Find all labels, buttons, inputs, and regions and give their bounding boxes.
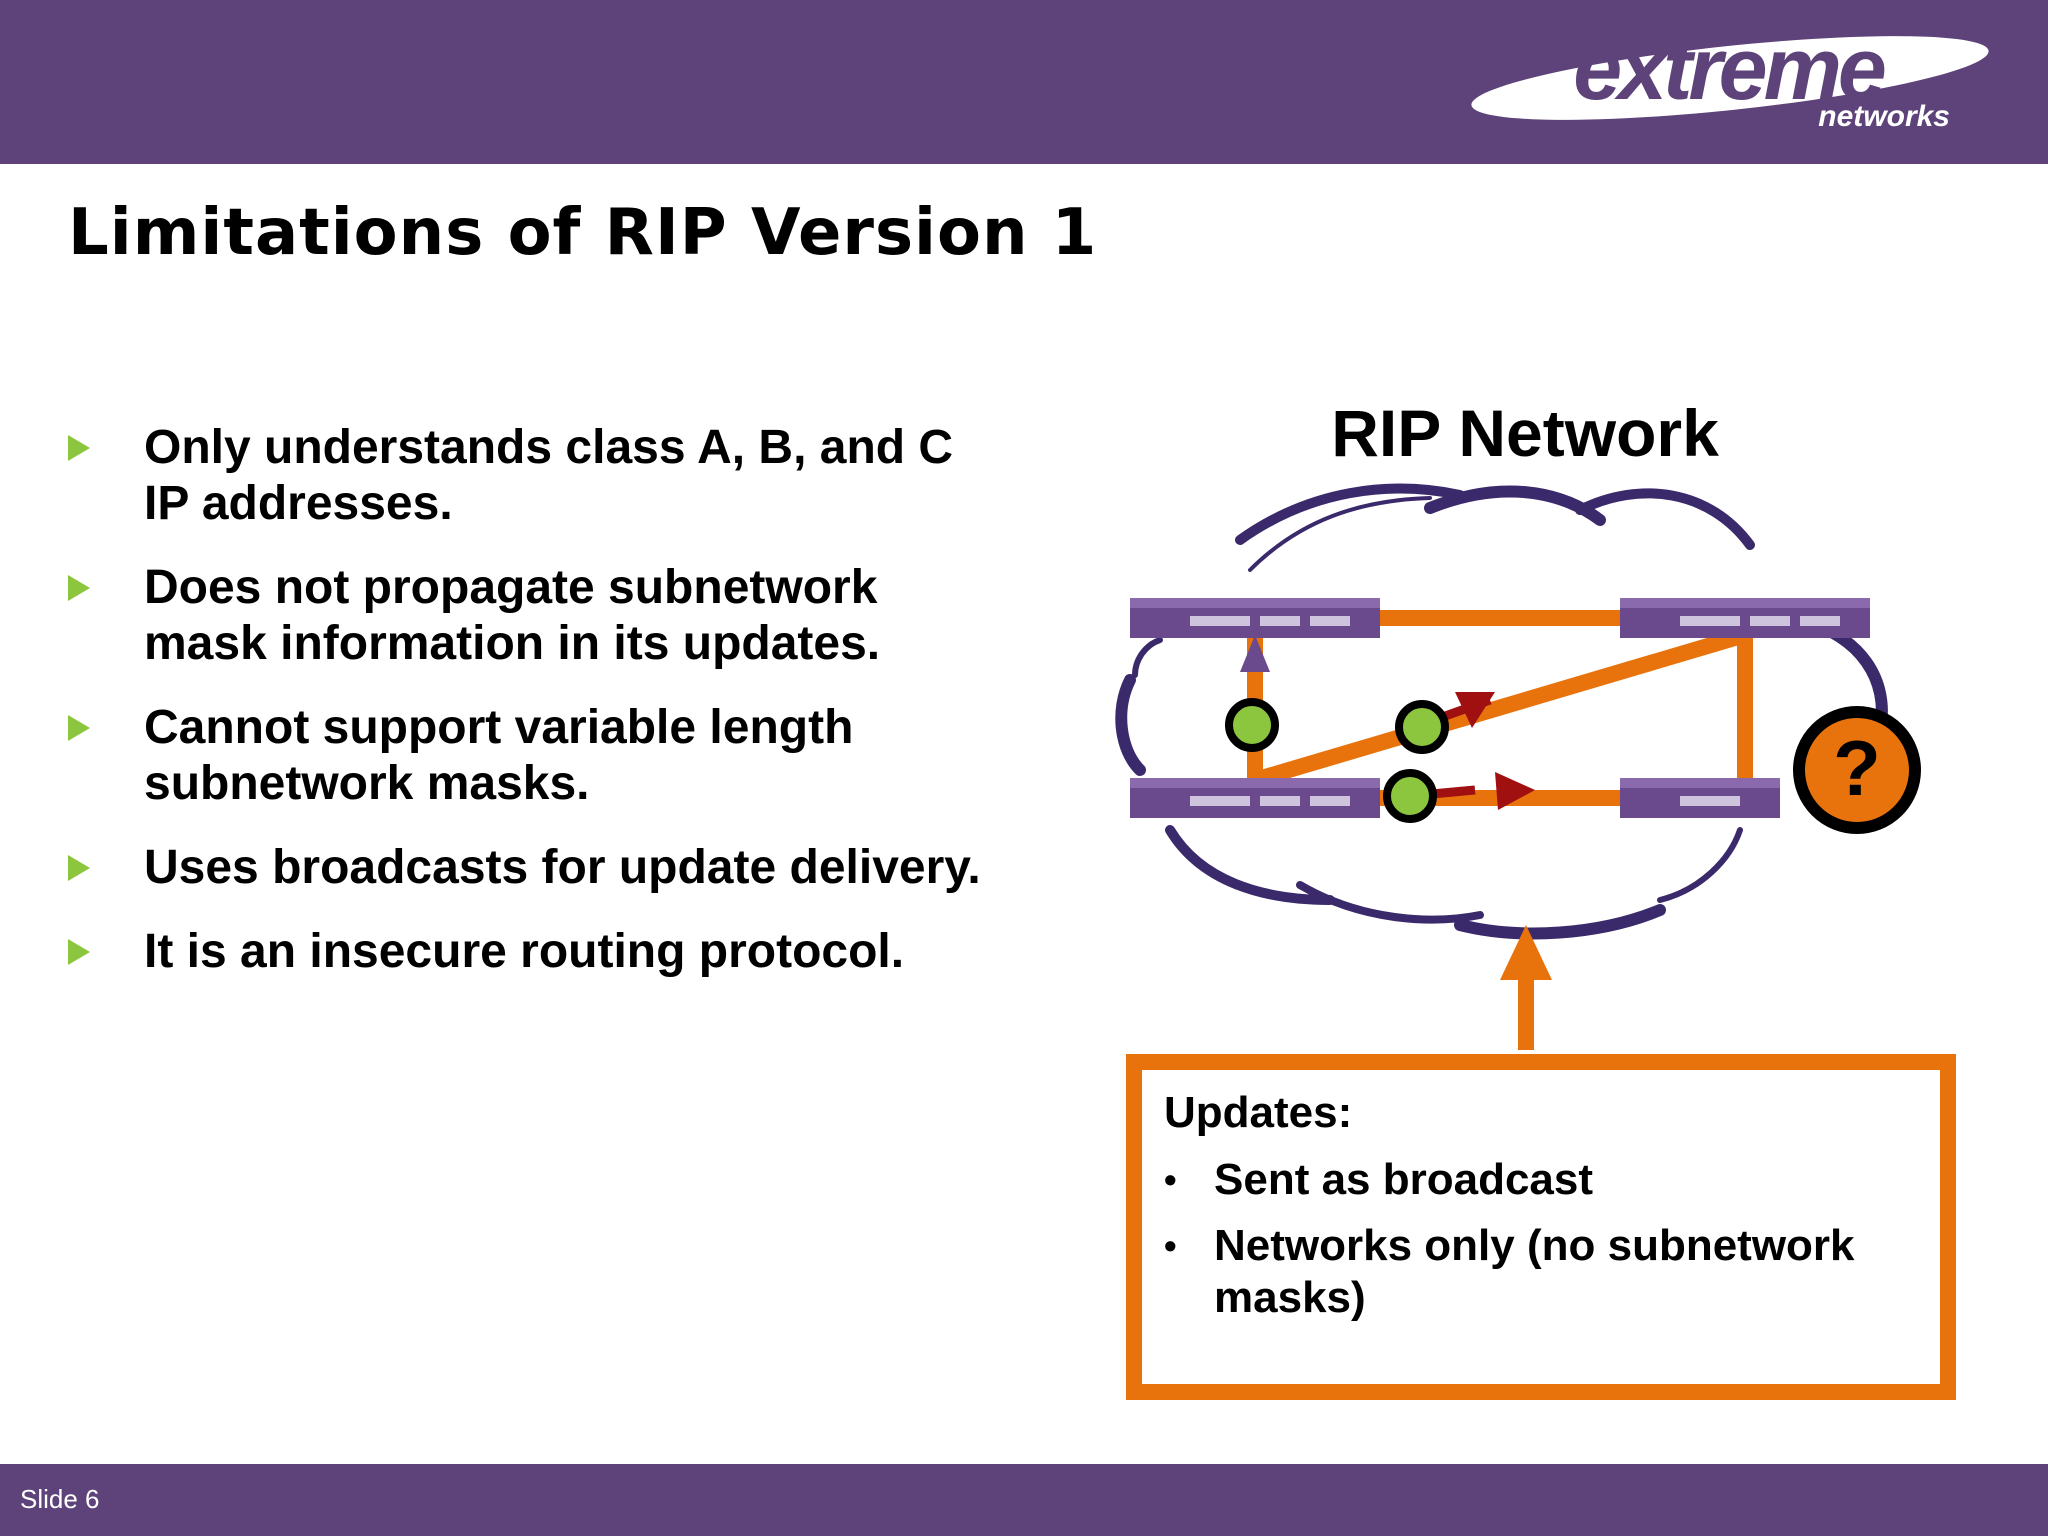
bullet-item: It is an insecure routing protocol. (64, 924, 984, 980)
slide-number: Slide 6 (20, 1484, 100, 1514)
updates-callout: Updates: •Sent as broadcast •Networks on… (1126, 1054, 1956, 1400)
updates-item: •Sent as broadcast (1164, 1155, 1594, 1204)
updates-item: •Networks only (no subnetwork masks) (1164, 1221, 1855, 1322)
bullet-item: Only understands class A, B, and C IP ad… (64, 420, 984, 532)
bullet-arrow-icon (68, 855, 90, 881)
bullet-dot-icon: • (1164, 1225, 1177, 1266)
bullet-arrow-icon (68, 575, 90, 601)
slide-title: Limitations of RIP Version 1 (68, 196, 1098, 270)
bullet-item: Uses broadcasts for update delivery. (64, 840, 984, 896)
updates-list: •Sent as broadcast •Networks only (no su… (1164, 1154, 1924, 1338)
bullet-item: Does not propagate subnetwork mask infor… (64, 560, 984, 672)
unknown-destination-circle (1793, 706, 1921, 834)
bullet-arrow-icon (68, 939, 90, 965)
updates-heading: Updates: (1164, 1088, 1353, 1137)
question-mark-icon: ? (1833, 724, 1881, 812)
bullet-dot-icon: • (1164, 1159, 1177, 1200)
network-links (1247, 610, 1753, 806)
router-bottom-right (1620, 778, 1780, 818)
bullet-arrow-icon (68, 435, 90, 461)
bullet-list: Only understands class A, B, and C IP ad… (64, 420, 984, 1008)
bullet-item: Cannot support variable length subnetwor… (64, 700, 984, 812)
logo-wordmark: extreme (1573, 19, 1887, 118)
update-nodes (1225, 698, 1449, 823)
rip-network-diagram (1115, 483, 1921, 1050)
updates-arrow (1500, 925, 1552, 1050)
router-bottom-left (1130, 778, 1380, 818)
router-top-right (1620, 598, 1870, 638)
extreme-networks-logo (1471, 36, 1989, 120)
router-top-left (1130, 598, 1380, 638)
logo-subtext: networks (1818, 100, 1950, 133)
footer-band: Slide 6 (0, 1464, 2048, 1536)
bullet-arrow-icon (68, 715, 90, 741)
cloud-outline (1115, 483, 1888, 940)
diagram-title: RIP Network (1331, 396, 1719, 470)
